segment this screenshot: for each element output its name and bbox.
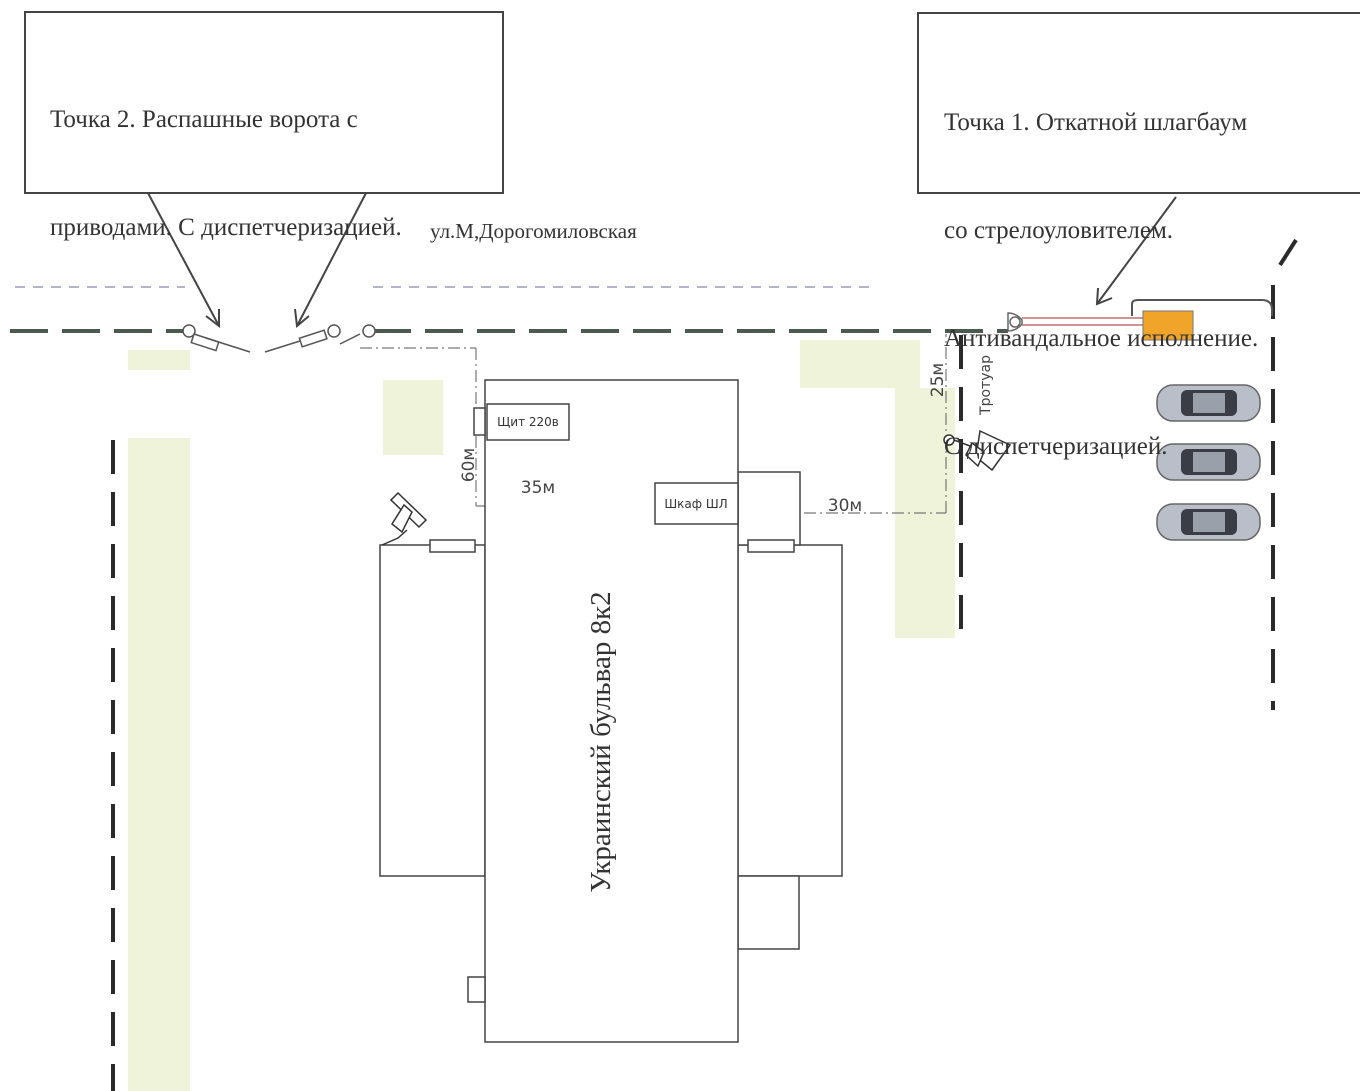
parked-cars [1156, 384, 1261, 541]
camera-icon [381, 491, 428, 546]
car-icon [1156, 443, 1261, 481]
camera-icon [943, 429, 1012, 472]
callout-point2-box [24, 11, 504, 194]
green-areas [128, 340, 955, 1091]
callout-point1-box [917, 12, 1360, 194]
callout-point1-text: Точка 1. Откатной шлагбаум со стрелоулов… [944, 33, 1258, 501]
building-label: Украинский бульвар 8к2 [585, 591, 617, 892]
callout-arrows [147, 192, 1177, 329]
car-icon [1156, 503, 1261, 541]
callout-point1-line: со стрелоуловителем. [944, 217, 1174, 244]
callout-point2-line: приводами. С диспетчеризацией. [50, 214, 402, 241]
callout-point1-line: Точка 1. Откатной шлагбаум [944, 109, 1248, 136]
distance-60-label: 60м [459, 448, 479, 482]
callout-point2-text: Точка 2. Распашные ворота с приводами. С… [50, 30, 402, 282]
panel-220-label: Щит 220в [497, 415, 559, 429]
distance-25-label: 25м [928, 363, 948, 397]
distance-35-label: 35м [521, 478, 555, 498]
car-icon [1156, 384, 1261, 422]
callout-point2-line: Точка 2. Распашные ворота с [50, 106, 358, 133]
street-label: ул.М,Дорогомиловская [430, 219, 637, 243]
distance-30-label: 30м [828, 496, 862, 516]
sliding-barrier-icon [1007, 299, 1273, 341]
panel-220-box [486, 403, 570, 441]
cabinet-label: Шкаф ШЛ [664, 497, 727, 511]
boundary-lines [111, 238, 1298, 1091]
callout-point1-line: Антивандальное исполнение. [944, 325, 1259, 352]
swing-gate-icon [182, 324, 376, 353]
callout-point1-line: С диспетчеризацией. [944, 433, 1168, 460]
sidewalk-label: Тротуар [978, 355, 994, 416]
cabinet-box [654, 482, 739, 525]
